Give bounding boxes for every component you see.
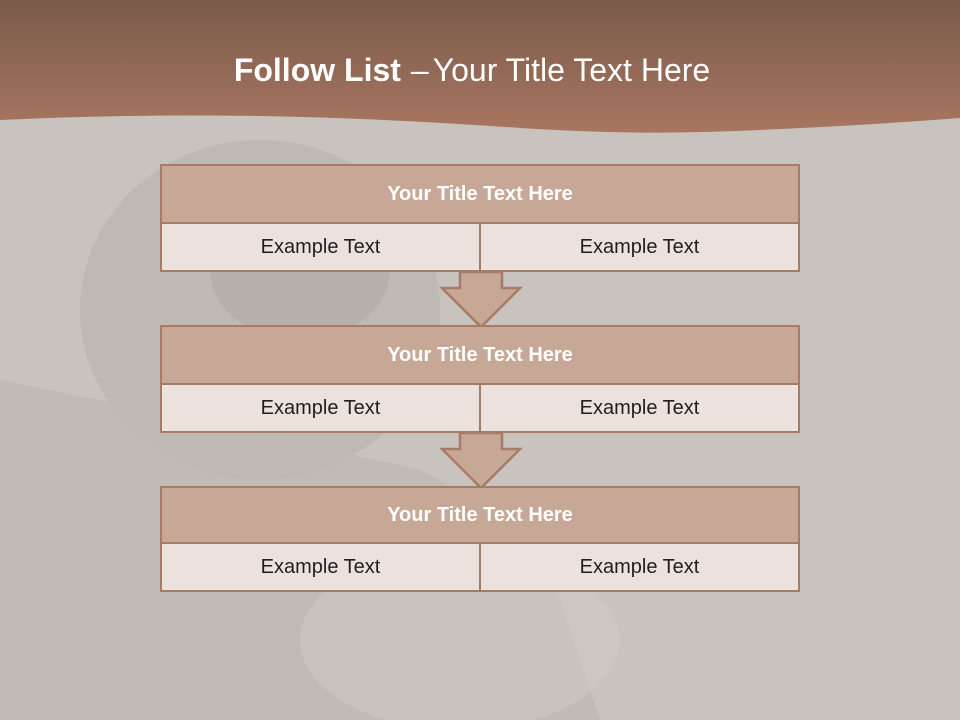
step-row: Example Text Example Text [162, 224, 798, 270]
step-block-2: Your Title Text Here Example Text Exampl… [160, 325, 800, 433]
step-cell-left: Example Text [260, 235, 381, 258]
step-title: Your Title Text Here [162, 166, 798, 224]
title-rest: Your Title Text Here [432, 52, 711, 88]
title-dash: – [410, 52, 429, 88]
header-band [0, 0, 960, 133]
step-title: Your Title Text Here [162, 327, 798, 385]
step-title: Your Title Text Here [162, 488, 798, 544]
down-arrow-icon [438, 431, 524, 490]
step-cell-right: Example Text [479, 544, 798, 590]
step-block-3: Your Title Text Here Example Text Exampl… [160, 486, 800, 592]
step-cell-right: Example Text [479, 224, 798, 270]
page-title: Follow List–Your Title Text Here [0, 52, 944, 89]
step-row: Example Text Example Text [162, 544, 798, 590]
step-cell-right: Example Text [479, 385, 798, 431]
step-block-1: Your Title Text Here Example Text Exampl… [160, 164, 800, 272]
title-bold: Follow List [233, 52, 401, 88]
down-arrow-icon [438, 270, 524, 329]
step-cell-left: Example Text [260, 555, 381, 578]
step-cell-left: Example Text [260, 396, 381, 419]
step-row: Example Text Example Text [162, 385, 798, 431]
